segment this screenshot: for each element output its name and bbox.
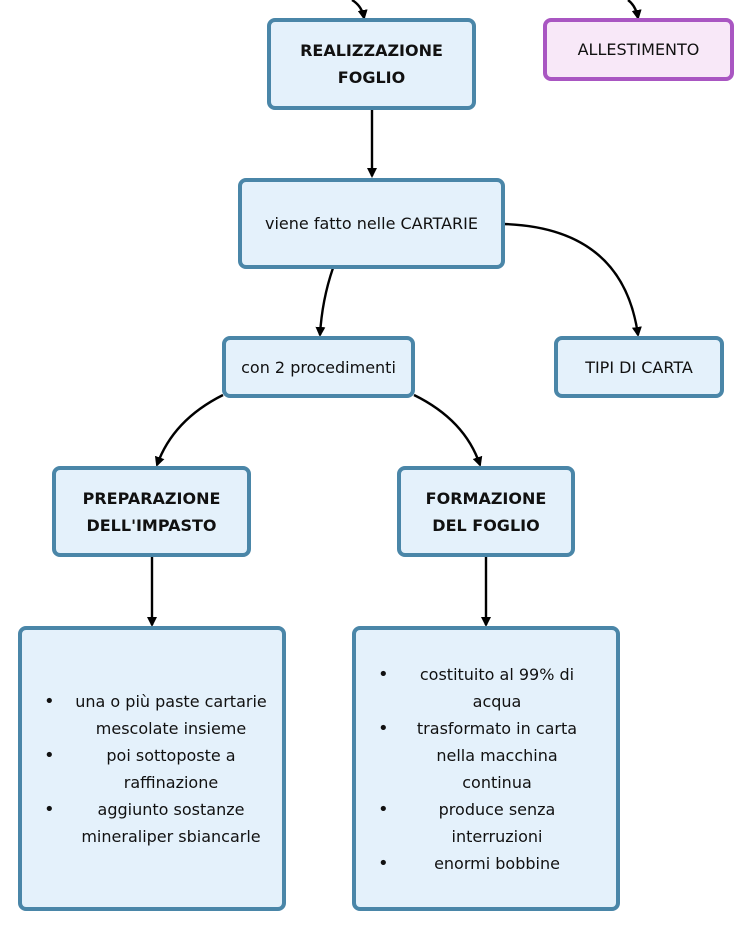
node-preparazione-impasto[interactable]: PREPARAZIONE DELL'IMPASTO [52, 466, 251, 557]
connector-cartarie-to-procedimenti [315, 267, 335, 337]
list-item: produce senza interruzioni [356, 796, 616, 850]
node-preparazione-details[interactable]: una o più paste cartarie mescolate insie… [18, 626, 286, 911]
connector-procedimenti-to-formazione [413, 393, 483, 467]
node-formazione-foglio-label: FORMAZIONE DEL FOGLIO [425, 488, 547, 535]
connector-procedimenti-to-preparazione [154, 393, 224, 467]
connector-top-to-allestimento [627, 0, 642, 20]
node-cartarie-label: viene fatto nelle CARTARIE [265, 214, 478, 233]
node-procedimenti-label: con 2 procedimenti [241, 357, 396, 377]
list-item: aggiunto sostanze mineraliper sbiancarle [22, 796, 282, 850]
node-allestimento-label: ALLESTIMENTO [577, 40, 700, 59]
node-allestimento[interactable]: ALLESTIMENTO [543, 18, 734, 81]
connector-top-to-realizzazione [351, 0, 368, 20]
list-item: una o più paste cartarie mescolate insie… [22, 688, 282, 742]
node-procedimenti[interactable]: con 2 procedimenti [222, 336, 415, 398]
formazione-details-list: costituito al 99% di acqua trasformato i… [356, 661, 616, 877]
connector-cartarie-to-tipi-carta [503, 222, 642, 337]
node-realizzazione-foglio[interactable]: REALIZZAZIONE FOGLIO [267, 18, 476, 110]
list-item: costituito al 99% di acqua [356, 661, 616, 715]
list-item: poi sottoposte a raffinazione [22, 742, 282, 796]
node-formazione-details[interactable]: costituito al 99% di acqua trasformato i… [352, 626, 620, 911]
node-formazione-foglio[interactable]: FORMAZIONE DEL FOGLIO [397, 466, 575, 557]
node-tipi-di-carta[interactable]: TIPI DI CARTA [554, 336, 724, 398]
list-item: enormi bobbine [356, 850, 616, 877]
preparazione-details-list: una o più paste cartarie mescolate insie… [22, 688, 282, 850]
node-realizzazione-foglio-label: REALIZZAZIONE FOGLIO [300, 41, 443, 87]
list-item: trasformato in carta nella macchina cont… [356, 715, 616, 796]
node-preparazione-impasto-label: PREPARAZIONE DELL'IMPASTO [82, 488, 221, 535]
node-tipi-di-carta-label: TIPI DI CARTA [585, 357, 693, 377]
node-cartarie[interactable]: viene fatto nelle CARTARIE [238, 178, 505, 269]
